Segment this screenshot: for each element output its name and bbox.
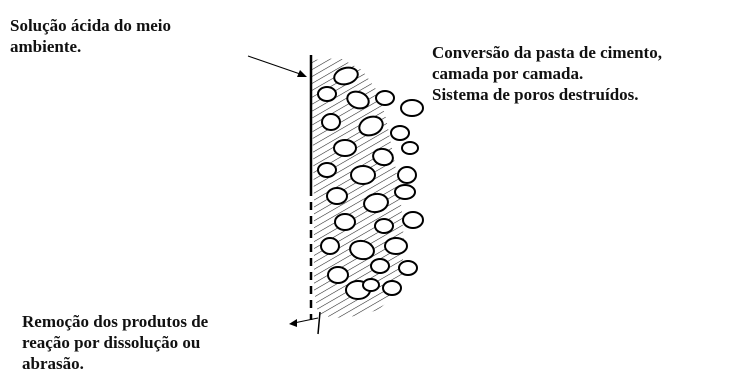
aggregate-stone: [362, 278, 380, 292]
removal-arrow: [289, 317, 319, 327]
aggregate-stone: [317, 86, 337, 102]
aggregate-stone: [333, 139, 357, 157]
aggregate-stone: [327, 266, 349, 284]
aggregate-stone: [374, 218, 394, 234]
aggregate-stone: [346, 90, 370, 110]
acid-solution-label: Solução ácida do meio ambiente.: [10, 15, 171, 57]
acid-arrow: [247, 55, 307, 77]
aggregate-stone: [358, 115, 384, 137]
removal-line-1: Remoção dos produtos de: [22, 312, 209, 331]
aggregate-stone: [402, 211, 424, 229]
aggregate-stone: [394, 184, 416, 200]
bottom-crack-line: [317, 311, 321, 335]
aggregate-stone: [397, 166, 417, 184]
aggregate-stone: [317, 162, 337, 178]
aggregate-stone: [384, 237, 408, 255]
aggregate-stone: [401, 141, 419, 155]
aggregate-stone: [382, 280, 402, 296]
removal-line-2: reação por dissolução ou: [22, 333, 201, 352]
conversion-line-2: camada por camada.: [432, 64, 584, 83]
aggregate-stone: [370, 258, 390, 274]
acid-solution-line-2: ambiente.: [10, 37, 82, 56]
aggregate-stone: [398, 260, 418, 276]
aggregate-stone: [321, 113, 341, 131]
aggregate-stone: [333, 66, 359, 86]
conversion-line-3: Sistema de poros destruídos.: [432, 85, 639, 104]
aggregate-stone: [372, 147, 394, 167]
conversion-line-1: Conversão da pasta de cimento,: [432, 43, 662, 62]
removal-label: Remoção dos produtos de reação por disso…: [22, 311, 208, 374]
aggregate-stone: [334, 213, 356, 231]
removal-line-3: abrasão.: [22, 354, 84, 373]
aggregate-stone: [363, 192, 389, 214]
aggregate-stone: [390, 125, 410, 141]
aggregate-stones: [317, 66, 424, 300]
aggregate-stone: [349, 239, 375, 261]
acid-solution-line-1: Solução ácida do meio: [10, 16, 172, 35]
aggregate-stone: [326, 187, 348, 205]
aggregate-stone: [375, 90, 395, 106]
aggregate-stone: [400, 99, 424, 117]
aggregate-stone: [320, 237, 340, 255]
aggregate-stone: [350, 165, 376, 185]
conversion-label: Conversão da pasta de cimento, camada po…: [432, 42, 662, 105]
